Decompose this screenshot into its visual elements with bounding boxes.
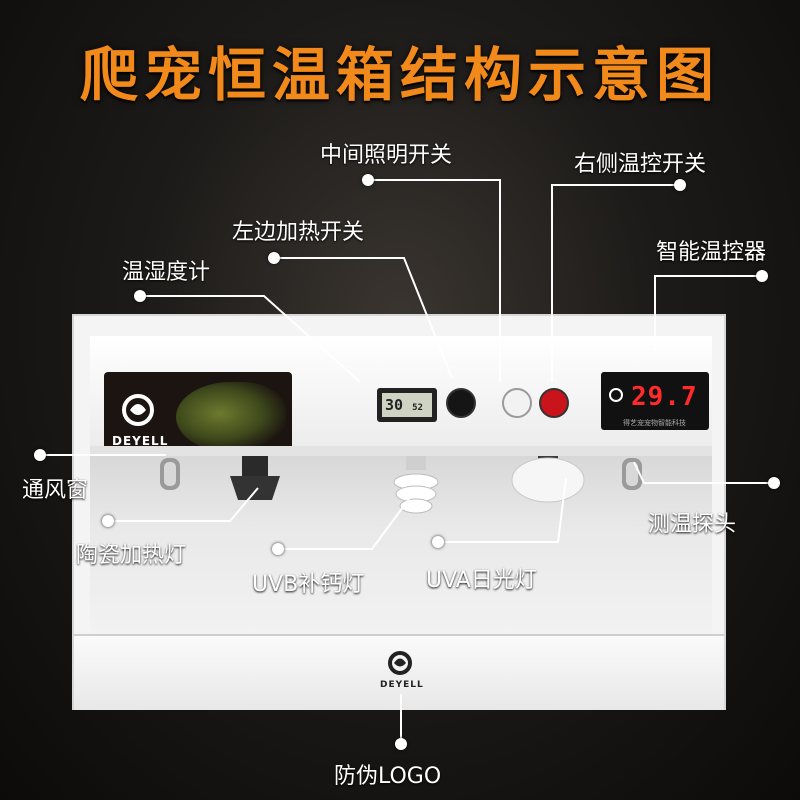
label-uvb-lamp: UVB补钙灯 [252, 572, 365, 597]
label-ceramic-heater: 陶瓷加热灯 [76, 543, 187, 568]
dot-hygrometer [134, 290, 146, 302]
lizard-image [176, 382, 286, 452]
line-thermostat [654, 275, 762, 350]
uva-lamp-icon [511, 456, 585, 503]
label-right-thermostat-switch: 右侧温控开关 [574, 152, 707, 177]
dot-ceramic [102, 515, 114, 527]
label-middle-light-switch: 中间照明开关 [320, 143, 453, 168]
banner-logo-text: DEYELL [112, 434, 169, 448]
ceramic-heater-icon [230, 456, 280, 500]
thermostat-temp-readout: 29.7 [631, 382, 698, 412]
line-left-heat [274, 257, 453, 379]
inner-chamber [90, 456, 712, 636]
dot-uva [432, 536, 444, 548]
control-panel: DEYELL 30 52 29.7 得艺宠宠物智能科技 [90, 336, 712, 458]
label-probe: 测温探头 [648, 512, 737, 537]
thermostat-caption: 得艺宠宠物智能科技 [623, 419, 686, 427]
brand-logo-icon [122, 394, 154, 426]
uvb-lamp-icon [393, 456, 439, 514]
dot-logo [395, 738, 407, 750]
line-middle-light [368, 179, 501, 382]
dot-vent [34, 449, 46, 461]
dot-left-heat [268, 252, 280, 264]
hygrometer-humidity: 52 [412, 403, 423, 413]
hygrometer-temp: 30 [385, 396, 404, 414]
dot-middle-light [362, 174, 374, 186]
dot-thermostat [756, 270, 768, 282]
controller-logo-icon [609, 388, 623, 402]
bottom-logo-text: DEYELL [380, 680, 424, 690]
diagram-title: 爬宠恒温箱结构示意图 [79, 41, 720, 109]
label-vent: 通风窗 [22, 478, 89, 503]
smart-thermostat-device: 29.7 得艺宠宠物智能科技 [601, 372, 709, 430]
label-smart-thermostat: 智能温控器 [656, 240, 767, 265]
line-uvb [278, 491, 415, 550]
vent-icon [160, 458, 180, 490]
line-hygrometer [140, 295, 361, 383]
line-right-thermostat [551, 184, 680, 382]
line-uva [438, 477, 567, 543]
hygrometer-device: 30 52 [377, 388, 437, 422]
left-heat-switch[interactable] [446, 388, 476, 418]
label-anti-fake-logo: 防伪LOGO [334, 764, 442, 789]
hygrometer-screen: 30 52 [382, 393, 432, 417]
label-left-heat-switch: 左边加热开关 [232, 220, 365, 245]
right-thermostat-switch[interactable] [539, 388, 569, 418]
brand-banner: DEYELL [104, 372, 292, 458]
dot-right-thermostat [674, 179, 686, 191]
dot-uvb [272, 543, 284, 555]
bottom-panel: DEYELL [74, 634, 724, 710]
line-probe [633, 461, 774, 484]
label-uva-lamp: UVA日光灯 [426, 568, 537, 593]
label-hygrometer: 温湿度计 [122, 260, 211, 285]
dot-probe [768, 477, 780, 489]
bottom-logo-icon [388, 651, 412, 675]
line-ceramic [108, 487, 259, 522]
middle-light-switch[interactable] [502, 388, 532, 418]
